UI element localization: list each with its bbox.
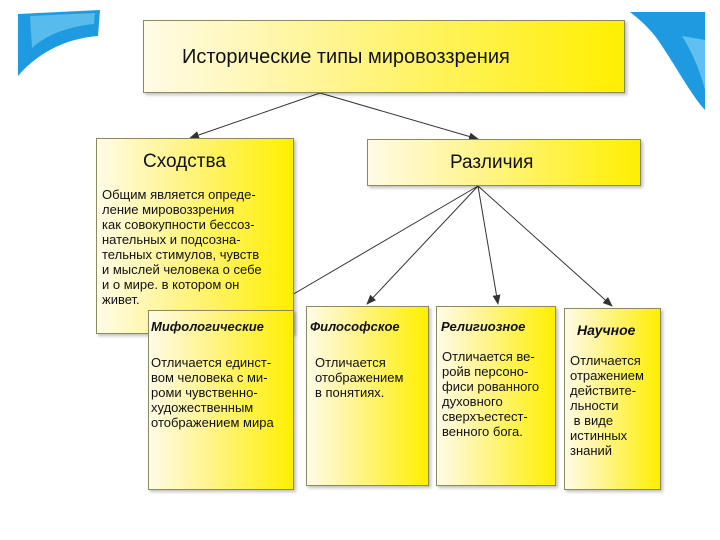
arrow-differences-to-religious xyxy=(477,185,501,305)
differences-box: Различия xyxy=(367,139,641,186)
similarities-heading: Сходства xyxy=(143,151,226,172)
similarities-text: Общим является опреде- ление мировоззрен… xyxy=(102,187,262,307)
arrow-title-to-differences xyxy=(319,92,479,141)
arrow-differences-to-philosophical xyxy=(366,185,479,305)
type-text-philosophical: Отличается отображением в понятиях. xyxy=(315,355,404,400)
top-right-corner-decoration xyxy=(630,12,705,110)
type-text-mythological: Отличается единст- вом человека с ми- ро… xyxy=(151,355,274,430)
type-box-religious: Религиозное Отличается ве- ройв персоно-… xyxy=(436,306,556,486)
type-box-scientific: Научное Отличается отражением действите-… xyxy=(564,308,661,490)
similarities-box: Сходства Общим является опреде- ление ми… xyxy=(96,138,294,334)
arrow-differences-to-scientific xyxy=(477,185,613,307)
type-text-scientific: Отличается отражением действите- льности… xyxy=(570,353,644,458)
type-title-scientific: Научное xyxy=(577,322,636,338)
type-title-philosophical: Философское xyxy=(310,319,400,334)
differences-heading: Различия xyxy=(450,152,534,173)
top-left-corner-decoration xyxy=(18,10,100,76)
type-title-mythological: Мифологические xyxy=(151,319,264,334)
diagram-title: Исторические типы мировоззрения xyxy=(182,46,510,68)
type-text-religious: Отличается ве- ройв персоно- фиси рованн… xyxy=(442,349,540,439)
type-box-philosophical: Философское Отличается отображением в по… xyxy=(306,306,429,486)
type-box-mythological: Мифологические Отличается единст- вом че… xyxy=(148,310,294,490)
title-box: Исторические типы мировоззрения xyxy=(143,20,625,93)
arrow-title-to-similarities xyxy=(189,92,321,139)
type-title-religious: Религиозное xyxy=(441,319,526,334)
